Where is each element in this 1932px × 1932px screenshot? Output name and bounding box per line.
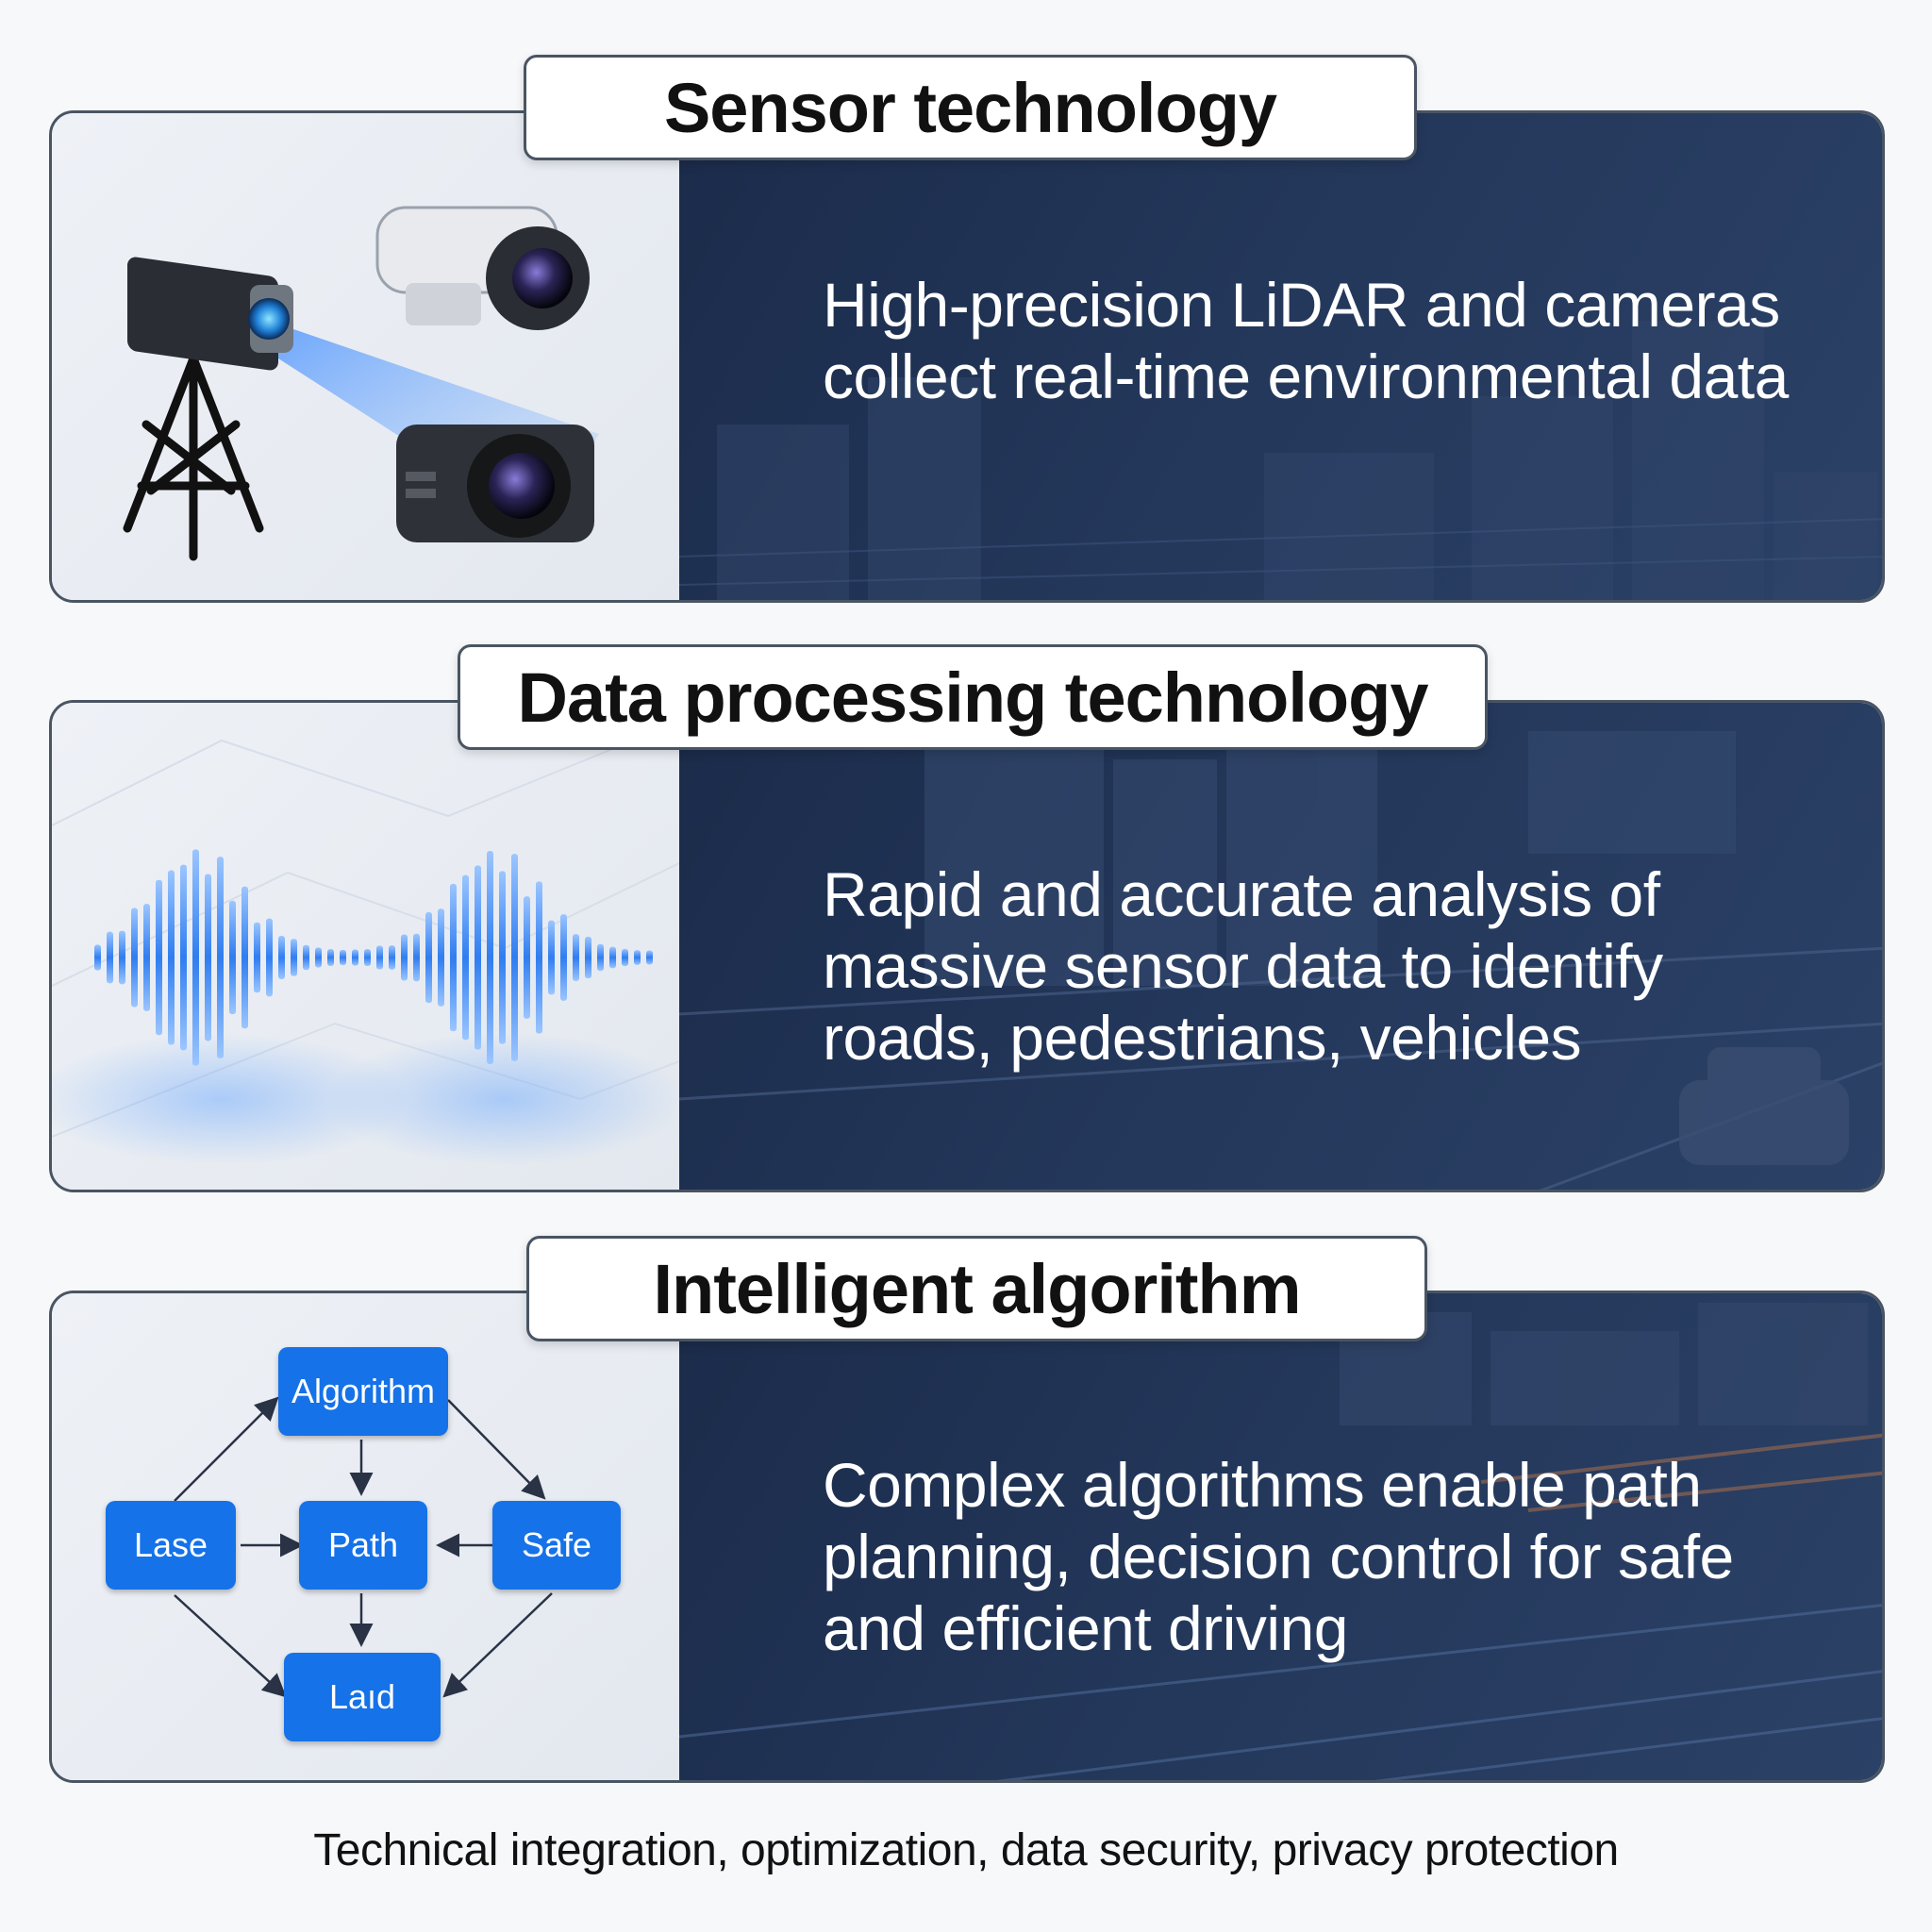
waveform-bar (229, 900, 236, 1015)
algorithm-panel: Algorithm Lase Path Safe Laıd Complex al… (49, 1291, 1885, 1783)
waveform-bar (352, 949, 358, 966)
waveform-bar (168, 870, 175, 1045)
waveform-bar (327, 949, 334, 966)
waveform-bar (205, 874, 211, 1041)
waveform-bar (340, 949, 346, 966)
waveform-bar (462, 874, 469, 1041)
waveform-bar (499, 871, 506, 1044)
waveform-bar (524, 896, 530, 1019)
waveform-bar (609, 946, 616, 969)
waveform-bar (131, 908, 138, 1008)
waveform-bar (278, 936, 285, 979)
waveform-bar (425, 911, 432, 1004)
diagram-node-lase: Lase (106, 1501, 236, 1590)
waveform-bar (401, 934, 408, 981)
waveform-bar (511, 854, 518, 1061)
sensor-title: Sensor technology (524, 55, 1417, 160)
waveform-bar (585, 936, 591, 979)
waveform-bar (548, 920, 555, 995)
algorithm-title: Intelligent algorithm (526, 1236, 1427, 1341)
waveform-bar (376, 945, 383, 970)
waveform-bar (622, 948, 628, 967)
tripod-icon (123, 354, 264, 561)
waveform-bar (254, 922, 260, 993)
waveform-bar (475, 865, 481, 1050)
diagram-node-algorithm: Algorithm (278, 1347, 448, 1436)
waveform-bar (266, 918, 273, 997)
diagram-node-laid: Laıd (284, 1653, 441, 1741)
sensor-panel: High-precision LiDAR and cameras collect… (49, 110, 1885, 603)
algorithm-description: Complex algorithms enable path planning,… (823, 1450, 1734, 1663)
waveform-bar (303, 944, 309, 971)
waveform-bar (536, 881, 542, 1034)
data-processing-description: Rapid and accurate analysis of massive s… (823, 859, 1663, 1073)
waveform-bar (364, 948, 371, 967)
sensor-illustration (52, 113, 679, 600)
waveform-bar (217, 857, 224, 1058)
waveform-bar (192, 849, 199, 1066)
waveform-bar (389, 945, 395, 970)
waveform-bar (315, 947, 322, 968)
lidar-icon (127, 257, 293, 371)
algorithm-text-area: Complex algorithms enable path planning,… (679, 1293, 1882, 1780)
data-processing-title: Data processing technology (458, 644, 1488, 750)
waveform-bar (438, 908, 444, 1007)
diagram-node-path: Path (299, 1501, 427, 1590)
car-icon (1679, 1047, 1849, 1165)
sensor-description: High-precision LiDAR and cameras collect… (823, 270, 1789, 411)
waveform-bar (242, 886, 248, 1029)
waveform-bar (597, 943, 604, 972)
diagram-node-safe: Safe (492, 1501, 621, 1590)
waveform-icon (94, 849, 653, 1066)
waveform-bar (646, 950, 653, 965)
waveform-bar (291, 939, 297, 976)
waveform-bar (573, 934, 579, 981)
data-processing-panel: Rapid and accurate analysis of massive s… (49, 700, 1885, 1192)
footer-caption: Technical integration, optimization, dat… (313, 1825, 1619, 1875)
data-processing-text-area: Rapid and accurate analysis of massive s… (679, 703, 1882, 1190)
waveform-bar (634, 950, 641, 965)
camera-icon (396, 425, 594, 542)
waveform-illustration (52, 703, 679, 1190)
algorithm-diagram: Algorithm Lase Path Safe Laıd (52, 1293, 679, 1780)
waveform-bar (107, 931, 113, 984)
waveform-bar (487, 850, 493, 1065)
waveform-bar (450, 883, 457, 1032)
waveform-bar (119, 930, 125, 985)
waveform-bar (94, 944, 101, 971)
waveform-bar (560, 914, 567, 1001)
security-camera-icon (375, 206, 590, 330)
waveform-bar (180, 864, 187, 1051)
waveform-bar (156, 879, 162, 1036)
waveform-bar (143, 904, 150, 1011)
sensor-text-area: High-precision LiDAR and cameras collect… (679, 113, 1882, 600)
waveform-bar (413, 933, 420, 982)
